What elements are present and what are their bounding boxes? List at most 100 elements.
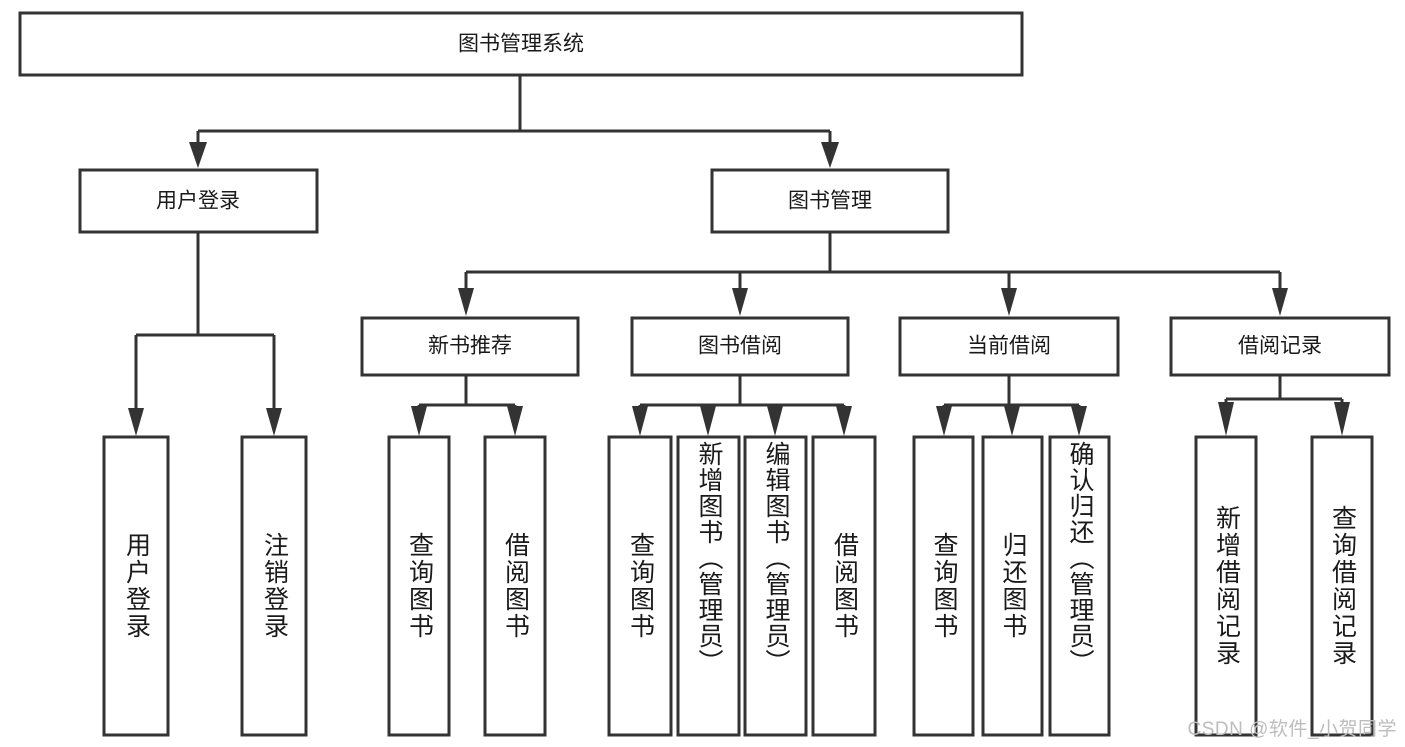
node-leaf-logout[interactable] (240, 435, 308, 737)
node-leaf-add-record-box[interactable] (1194, 435, 1258, 737)
node-leaf-edit-book-label: 编辑图书（管理员） (762, 441, 790, 675)
node-current-borrow-box[interactable] (898, 316, 1120, 377)
node-leaf-edit-book-label-wrap: 编辑图书（管理员） (745, 441, 806, 733)
node-leaf-add-record-label: 新增借阅记录 (1212, 505, 1241, 667)
arrow-head-leaf-query-book-1 (411, 406, 427, 436)
node-leaf-borrow-book-2-label-wrap: 借阅图书 (813, 437, 875, 735)
node-leaf-user-login-label: 用户登录 (122, 532, 151, 640)
node-new-book-rec-box[interactable] (360, 316, 580, 377)
node-leaf-borrow-book-1[interactable] (483, 435, 547, 737)
arrow-head-leaf-borrow-book-1 (507, 406, 523, 436)
connector-group-user-login (128, 232, 282, 436)
node-leaf-query-record-label-wrap: 查询借阅记录 (1312, 437, 1372, 735)
node-leaf-query-book-3-label: 查询图书 (930, 532, 958, 640)
node-leaf-query-record-box[interactable] (1310, 435, 1374, 737)
node-current-borrow[interactable]: 当前借阅 (898, 316, 1120, 377)
arrow-head-leaf-edit-book (767, 406, 783, 436)
node-book-manage[interactable]: 图书管理 (710, 168, 950, 234)
arrow-head-borrow-record (1272, 288, 1288, 316)
node-leaf-edit-book-box[interactable] (743, 435, 808, 737)
node-book-borrow-box[interactable] (630, 316, 850, 377)
node-borrow-record-box[interactable] (1169, 316, 1391, 377)
connector-group-book-manage (458, 232, 1288, 316)
node-leaf-confirm-return-box[interactable] (1048, 435, 1111, 737)
csdn-watermark: CSDN @软件_小贺同学 (1187, 719, 1397, 740)
node-book-manage-label: 图书管理 (788, 190, 872, 213)
node-new-book-rec-label: 新书推荐 (428, 335, 512, 358)
node-root-label: 图书管理系统 (458, 33, 584, 56)
node-leaf-query-book-3-label-wrap: 查询图书 (914, 437, 973, 735)
node-borrow-record[interactable]: 借阅记录 (1169, 316, 1391, 377)
node-leaf-query-book-1-box[interactable] (387, 435, 451, 737)
connector-group-book-borrow (632, 375, 852, 436)
node-user-login[interactable]: 用户登录 (78, 168, 319, 234)
node-leaf-borrow-book-2-box[interactable] (811, 435, 877, 737)
node-leaf-logout-label: 注销登录 (260, 532, 289, 640)
node-leaf-query-book-2-label: 查询图书 (626, 532, 655, 640)
node-leaf-confirm-return[interactable] (1048, 435, 1111, 737)
node-book-manage-box[interactable] (710, 168, 950, 234)
node-user-login-label: 用户登录 (156, 190, 240, 213)
node-leaf-confirm-return-label: 确认归还（管理员） (1066, 441, 1094, 675)
node-leaf-query-book-1[interactable] (387, 435, 451, 737)
node-root[interactable]: 图书管理系统 (18, 11, 1024, 77)
node-leaf-borrow-book-2[interactable] (811, 435, 877, 737)
node-leaf-query-book-2-label-wrap: 查询图书 (609, 437, 671, 735)
connector-group-new-book-rec (411, 375, 523, 436)
node-leaf-return-book-label-wrap: 归还图书 (983, 437, 1042, 735)
arrow-head-leaf-logout (266, 408, 282, 436)
node-leaf-logout-label-wrap: 注销登录 (242, 437, 306, 735)
node-leaf-borrow-book-2-label: 借阅图书 (830, 532, 859, 640)
arrow-head-leaf-confirm-return (1071, 406, 1087, 436)
node-root-box[interactable] (18, 11, 1024, 77)
arrow-head-leaf-add-book (700, 406, 716, 436)
node-leaf-add-book-box[interactable] (676, 435, 741, 737)
node-leaf-query-book-1-label: 查询图书 (405, 532, 434, 640)
node-leaf-return-book-box[interactable] (981, 435, 1044, 737)
node-leaf-query-book-3-box[interactable] (912, 435, 975, 737)
node-leaf-query-book-1-label-wrap: 查询图书 (389, 437, 449, 735)
node-book-borrow-label: 图书借阅 (698, 335, 782, 358)
arrow-head-leaf-return-book (1004, 406, 1020, 436)
node-leaf-query-book-2-box[interactable] (607, 435, 673, 737)
node-leaf-borrow-book-1-label: 借阅图书 (501, 532, 530, 640)
connector-group-current-borrow (936, 375, 1087, 436)
arrow-head-user-login (189, 142, 207, 168)
node-leaf-query-record[interactable] (1310, 435, 1374, 737)
arrow-head-leaf-borrow-book-2 (836, 406, 852, 436)
node-current-borrow-label: 当前借阅 (967, 335, 1051, 358)
node-leaf-user-login[interactable] (102, 435, 170, 737)
node-leaf-return-book-label: 归还图书 (999, 532, 1027, 640)
node-leaf-add-book-label: 新增图书（管理员） (695, 441, 723, 675)
node-leaf-return-book[interactable] (981, 435, 1044, 737)
node-leaf-query-book-2[interactable] (607, 435, 673, 737)
node-leaf-add-record[interactable] (1194, 435, 1258, 737)
node-borrow-record-label: 借阅记录 (1238, 335, 1322, 358)
node-leaf-add-book-label-wrap: 新增图书（管理员） (678, 441, 739, 733)
connector-group-root (189, 75, 839, 168)
arrow-head-book-borrow (732, 288, 748, 316)
node-leaf-confirm-return-label-wrap: 确认归还（管理员） (1050, 441, 1109, 733)
node-leaf-edit-book[interactable] (743, 435, 808, 737)
node-user-login-box[interactable] (78, 168, 319, 234)
connector-group-borrow-record (1218, 375, 1350, 436)
arrow-head-leaf-user-login (128, 408, 144, 436)
node-leaf-user-login-box[interactable] (102, 435, 170, 737)
arrow-head-current-borrow (1001, 288, 1017, 316)
node-leaf-add-record-label-wrap: 新增借阅记录 (1196, 437, 1256, 735)
arrow-head-leaf-query-book-2 (632, 406, 648, 436)
node-leaf-borrow-book-1-box[interactable] (483, 435, 547, 737)
arrow-head-new-book-rec (458, 288, 474, 316)
node-leaf-user-login-label-wrap: 用户登录 (104, 437, 168, 735)
node-leaf-add-book[interactable] (676, 435, 741, 737)
node-leaf-query-book-3[interactable] (912, 435, 975, 737)
arrow-head-leaf-query-record (1334, 402, 1350, 436)
node-leaf-borrow-book-1-label-wrap: 借阅图书 (485, 437, 545, 735)
node-leaf-query-record-label: 查询借阅记录 (1328, 505, 1357, 667)
node-new-book-rec[interactable]: 新书推荐 (360, 316, 580, 377)
node-book-borrow[interactable]: 图书借阅 (630, 316, 850, 377)
arrow-head-book-manage (821, 142, 839, 168)
node-leaf-logout-box[interactable] (240, 435, 308, 737)
